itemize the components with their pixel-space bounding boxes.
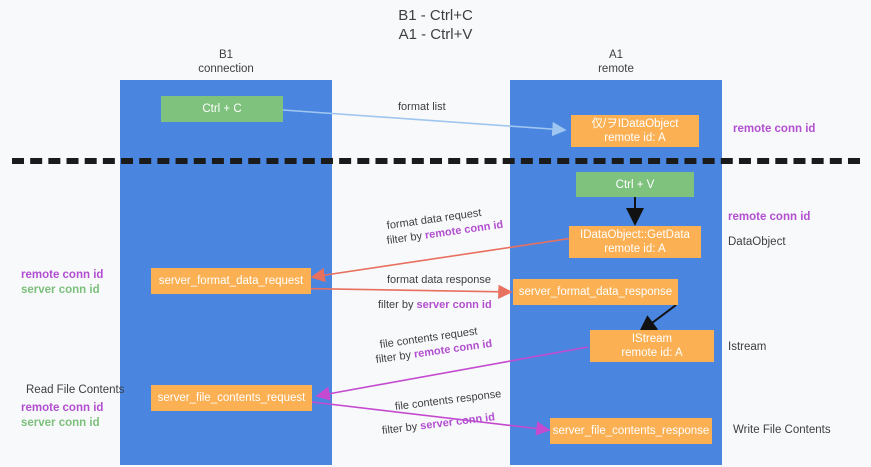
note-text: remote conn id bbox=[728, 211, 811, 223]
filter-prefix: filter by bbox=[386, 229, 426, 248]
filter-prefix: filter by bbox=[381, 420, 421, 438]
filter-key-server-conn-id: server conn id bbox=[419, 411, 496, 433]
filter-prefix: filter by bbox=[375, 348, 415, 367]
box-istream[interactable]: IStream remote id: A bbox=[590, 330, 714, 362]
note-text: Write File Contents bbox=[733, 424, 831, 436]
note-left-bottom-conn-ids: remote conn id server conn id bbox=[21, 401, 103, 431]
note-text-server: server conn id bbox=[21, 417, 100, 429]
box-server-file-contents-request[interactable]: server_file_contents_request bbox=[151, 385, 312, 411]
box-idataobject-getdata[interactable]: IDataObject::GetData remote id: A bbox=[569, 226, 701, 258]
note-right-remote-conn-id-mid: remote conn id bbox=[728, 210, 810, 225]
edge-label-format-list: format list bbox=[398, 101, 446, 113]
note-right-write-file-contents: Write File Contents bbox=[733, 423, 831, 438]
box-ctrl-c[interactable]: Ctrl + C bbox=[161, 96, 283, 122]
filter-prefix: filter by bbox=[378, 299, 417, 311]
box-server-format-data-response[interactable]: server_format_data_response bbox=[513, 279, 678, 305]
note-text: DataObject bbox=[728, 236, 786, 248]
phase-divider bbox=[12, 158, 860, 164]
note-right-istream: Istream bbox=[728, 340, 766, 355]
lane-header-a1: A1 remote bbox=[598, 49, 634, 75]
edge-label-format-data-response-filter: filter by server conn id bbox=[378, 298, 492, 313]
note-text-remote: remote conn id bbox=[21, 402, 104, 414]
diagram-title: B1 - Ctrl+C A1 - Ctrl+V bbox=[398, 7, 473, 43]
note-text: Read File Contents bbox=[26, 384, 125, 396]
note-text: Istream bbox=[728, 341, 767, 353]
box-idataobject[interactable]: 仅/ヲIDataObject remote id: A bbox=[571, 115, 699, 147]
edge-label-format-data-response: format data response bbox=[387, 274, 491, 286]
note-right-remote-conn-id-top: remote conn id bbox=[733, 122, 815, 137]
note-text: remote conn id bbox=[733, 123, 816, 135]
note-left-read-file-contents: Read File Contents bbox=[26, 383, 124, 398]
filter-key-server-conn-id: server conn id bbox=[416, 299, 492, 311]
box-server-file-contents-response[interactable]: server_file_contents_response bbox=[550, 418, 712, 444]
box-server-format-data-request[interactable]: server_format_data_request bbox=[151, 268, 311, 294]
lane-header-b1: B1 connection bbox=[198, 49, 254, 75]
note-text-server: server conn id bbox=[21, 284, 100, 296]
note-right-dataobject: DataObject bbox=[728, 235, 786, 250]
note-left-conn-ids: remote conn id server conn id bbox=[21, 268, 103, 298]
edge-label-file-contents-response-text: file contents response bbox=[394, 388, 502, 414]
note-text-remote: remote conn id bbox=[21, 269, 104, 281]
box-ctrl-v[interactable]: Ctrl + V bbox=[576, 172, 694, 197]
